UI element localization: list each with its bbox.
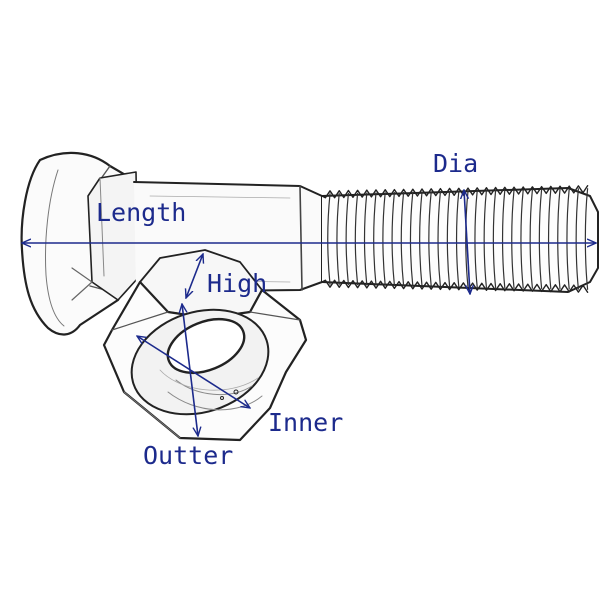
- high-dimension-line: [186, 254, 203, 298]
- dia-label: Dia: [433, 149, 478, 178]
- thread-lines: [327, 188, 589, 290]
- dimension-lines: [22, 190, 596, 436]
- inner-label: Inner: [268, 408, 343, 437]
- bolt-neck: [87, 171, 139, 301]
- bolt-thread-outline: [321, 187, 599, 293]
- high-label: High: [207, 269, 267, 298]
- length-label: Length: [96, 198, 186, 227]
- outter-dimension-line: [182, 304, 198, 436]
- dia-dimension-line: [464, 190, 470, 294]
- outter-label: Outter: [143, 441, 233, 470]
